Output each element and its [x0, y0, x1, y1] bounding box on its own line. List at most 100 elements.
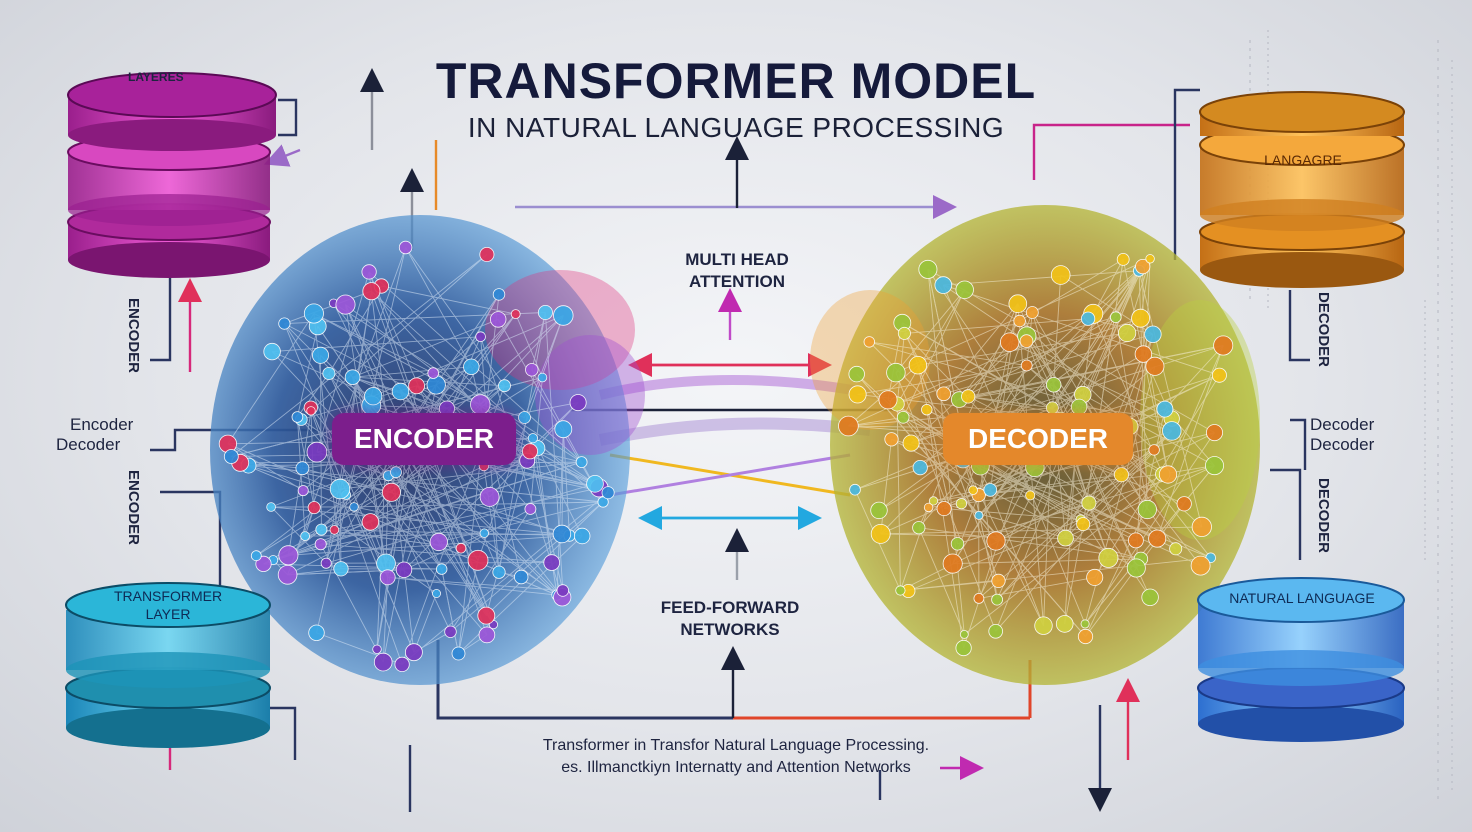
decoder-node: [848, 365, 865, 383]
encoder-node: [250, 550, 262, 562]
decoder-edge: [967, 341, 1011, 397]
encoder-edge: [376, 453, 413, 650]
decoder-edge: [1164, 345, 1224, 410]
encoder-node: [308, 624, 325, 642]
decoder-node: [1211, 367, 1227, 383]
encoder-node: [543, 554, 560, 571]
decoder-edge: [1065, 465, 1215, 539]
encoder-node: [361, 513, 380, 531]
left-encoder-text: Encoder: [70, 415, 134, 434]
right-stack-bottom-label: NATURAL LANGUAGE: [1229, 590, 1375, 606]
page-title: TRANSFORMER MODEL: [435, 53, 1037, 109]
encoder-node: [537, 304, 553, 320]
encoder-node: [278, 317, 291, 330]
left-vertical-bottom: ENCODER: [125, 470, 142, 546]
decoder-edge: [933, 474, 1122, 502]
encoder-edge: [405, 247, 472, 368]
decoder-node: [878, 390, 898, 410]
decoder-edge: [1026, 316, 1116, 342]
encoder-node: [522, 443, 539, 460]
encoder-node: [479, 486, 500, 507]
decoder-node: [1190, 555, 1211, 576]
decoder-node: [1081, 495, 1097, 511]
decoder-node: [991, 573, 1006, 589]
decoder-node: [1098, 547, 1119, 568]
caption-line1: Transformer in Transfor Natural Language…: [542, 737, 930, 754]
feedforward-label-line1: FEED-FORWARD: [660, 598, 800, 617]
left-bottom-stack: [65, 582, 271, 748]
encoder-node: [320, 557, 332, 569]
encoder-node: [444, 625, 457, 639]
encoder-node: [335, 294, 356, 315]
encoder-node: [556, 584, 570, 597]
encoder-edge: [352, 318, 499, 378]
decoder-node: [1205, 456, 1225, 476]
decoder-edge: [926, 409, 965, 649]
encoder-edge: [441, 569, 459, 654]
decoder-node: [1076, 517, 1091, 532]
decoder-node: [1162, 421, 1182, 441]
decoder-node: [897, 326, 911, 340]
encoder-edge: [450, 501, 604, 633]
decoder-node: [991, 593, 1003, 606]
right-top-stack: [1199, 91, 1405, 288]
decoder-node: [1025, 306, 1039, 319]
decoder-node: [928, 496, 939, 506]
encoder-node: [575, 456, 588, 469]
decoder-node: [921, 404, 933, 416]
encoder-edge: [256, 377, 543, 557]
decoder-node: [1113, 467, 1129, 483]
encoder-edge: [334, 294, 500, 531]
decoder-node: [1145, 254, 1155, 264]
encoder-edge: [227, 443, 304, 491]
decoder-node: [1144, 325, 1162, 344]
decoder-node: [863, 336, 876, 348]
decoder-edge: [900, 580, 999, 591]
encoder-node: [297, 485, 309, 497]
decoder-edge: [943, 284, 1220, 376]
encoder-node: [427, 367, 440, 379]
encoder-node: [306, 406, 316, 416]
decoder-edge: [917, 365, 999, 582]
encoder-node: [398, 240, 413, 255]
decoder-node: [1191, 516, 1212, 538]
decoder-edge: [1082, 473, 1163, 525]
encoder-edge: [477, 315, 564, 561]
decoder-node: [1019, 334, 1034, 348]
encoder-edge: [227, 313, 315, 445]
encoder-edge: [296, 416, 306, 537]
encoder-node: [277, 564, 298, 585]
decoder-node: [1169, 542, 1183, 556]
encoder-node: [349, 502, 359, 512]
encoder-edge: [531, 312, 546, 370]
decoder-node: [973, 593, 985, 604]
encoder-node: [373, 652, 393, 672]
decoder-node: [934, 276, 953, 294]
encoder-node: [266, 502, 276, 512]
decoder-node: [886, 362, 906, 383]
decoder-node: [955, 280, 974, 300]
right-decoder-text-2: Decoder: [1310, 435, 1375, 454]
decoder-node: [1110, 311, 1122, 324]
decoder-edge: [978, 473, 1163, 496]
encoder-edge: [313, 313, 481, 405]
decoder-node: [936, 386, 951, 402]
decoder-node: [1145, 356, 1165, 376]
decoder-node: [1148, 444, 1160, 456]
page-subtitle: IN NATURAL LANGUAGE PROCESSING: [467, 112, 1005, 143]
encoder-node: [306, 441, 328, 463]
decoder-edge: [895, 289, 966, 373]
encoder-node: [372, 644, 382, 655]
decoder-node: [974, 511, 984, 520]
encoder-edge: [561, 429, 564, 535]
encoder-node: [278, 545, 299, 566]
encoder-node: [391, 382, 410, 401]
decoder-edge: [880, 526, 1202, 535]
decoder-edge: [968, 345, 1224, 397]
encoder-node: [475, 331, 486, 343]
encoder-edge: [403, 455, 447, 570]
right-stack-top-label: LANGAGRE: [1264, 152, 1342, 168]
feedforward-label-line2: NETWORKS: [680, 620, 780, 639]
decoder-node: [1148, 529, 1167, 548]
encoder-node: [379, 569, 396, 586]
